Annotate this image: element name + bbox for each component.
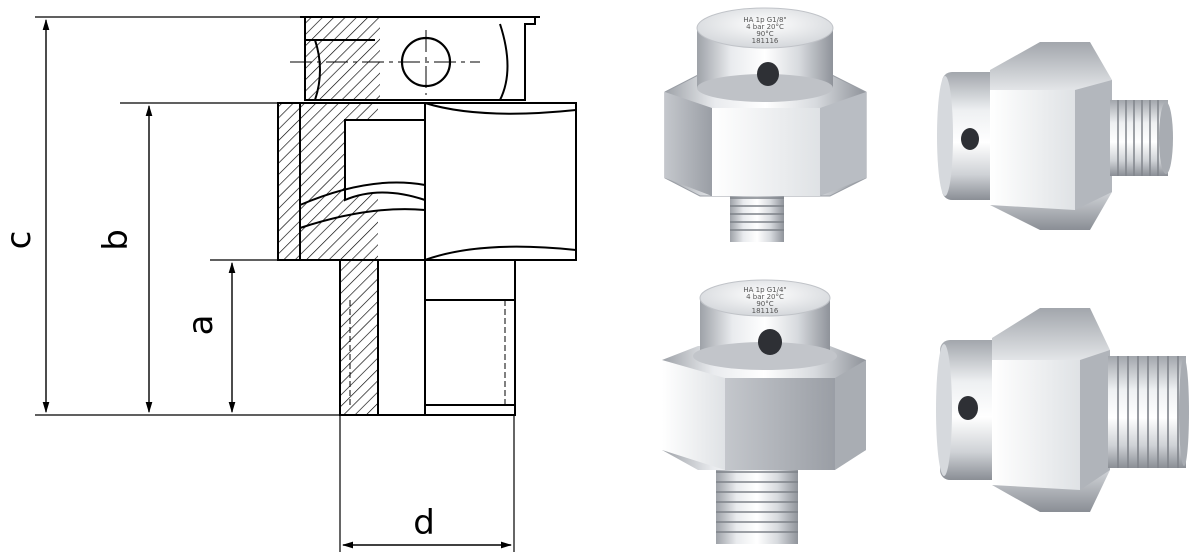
dimension-label-a: a [181,315,221,336]
dimension-labels: c b a d [0,229,435,543]
svg-text:HA 1p G1/8": HA 1p G1/8" [743,16,786,24]
product-photo-small-vertical: HA 1p G1/8" 4 bar 20°C 90°C 181116 [664,7,867,242]
svg-text:181116: 181116 [752,37,779,45]
svg-text:90°C: 90°C [756,300,773,308]
engraving-text-large: HA 1p G1/4" 4 bar 20°C 90°C 181116 [743,286,786,315]
product-photo-small-side [937,42,1173,230]
thread-stem [339,259,516,416]
engraving-text-small: HA 1p G1/8" 4 bar 20°C 90°C 181116 [743,16,786,45]
svg-text:HA 1p G1/4": HA 1p G1/4" [743,286,786,294]
dimension-label-c: c [0,231,39,250]
product-photo-large-side [936,308,1189,512]
svg-text:4 bar 20°C: 4 bar 20°C [746,23,784,31]
dimension-lines [42,18,513,549]
svg-text:181116: 181116 [752,307,779,315]
ball-valve [290,30,480,95]
extension-lines [35,16,515,552]
product-photo-large-vertical: HA 1p G1/4" 4 bar 20°C 90°C 181116 [662,279,866,544]
technical-drawing: c b a d [0,16,577,552]
svg-text:4 bar 20°C: 4 bar 20°C [746,293,784,301]
hex-body [277,102,577,261]
svg-text:90°C: 90°C [756,30,773,38]
dimension-label-d: d [413,503,435,543]
dimension-label-b: b [96,229,136,251]
